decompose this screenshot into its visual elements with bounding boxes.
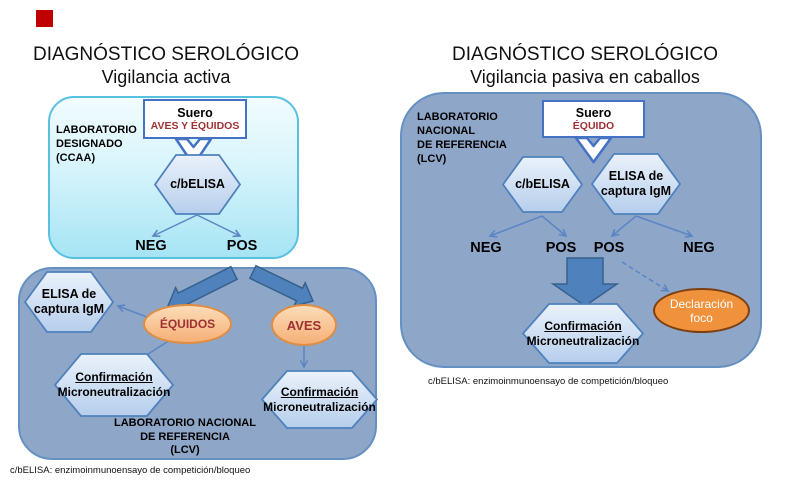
thick-arrow-pos-to-aves [248, 264, 315, 308]
arrow-cbelisa-to-pos [541, 215, 568, 238]
footnote-right: c/bELISA: enzimoinmunoensayo de competic… [428, 376, 669, 387]
confirmation-equidos-label: Confirmación Microneutralización [55, 354, 173, 416]
national-lab-label-right: LABORATORIO NACIONAL DE REFERENCIA (LCV) [417, 111, 507, 165]
cbelisa-label-left: c/bELISA [170, 177, 225, 191]
thick-arrow-pos-to-confirmation [550, 257, 620, 307]
aves-ellipse: AVES [271, 304, 337, 346]
designated-lab-label: LABORATORIO DESIGNADO (CCAA) [56, 124, 137, 164]
confirmation-method: Microneutralización [526, 333, 640, 348]
national-lab-label-left: LABORATORIO NACIONAL DE REFERENCIA (LCV) [114, 417, 256, 456]
left-title: DIAGNÓSTICO SEROLÓGICO [32, 44, 300, 65]
suero-box-left: Suero AVES Y ÉQUIDOS [143, 99, 247, 139]
confirmation-aves-label: Confirmación Microneutralización [262, 371, 377, 428]
elisa-igm-label-left: ELISA de captura IgM [33, 287, 105, 316]
suero-box-right: Suero ÉQUIDO [542, 100, 645, 138]
suero-species-label: AVES Y ÉQUIDOS [150, 119, 240, 132]
declaracion-foco-ellipse: Declaración foco [653, 288, 750, 333]
confirmation-method: Microneutralización [263, 399, 376, 414]
hexagon-cbelisa-right [501, 156, 584, 213]
suero-label: Suero [177, 105, 213, 120]
down-block-arrow-icon-right [574, 136, 613, 164]
neg-label-elisa-igm: NEG [683, 240, 715, 256]
suero-species-label: ÉQUIDO [572, 119, 615, 132]
pos-label-elisa-igm: POS [593, 240, 625, 256]
confirmation-title: Confirmación [280, 384, 359, 399]
hexagon-elisa-igm-left [23, 271, 115, 333]
confirmation-title: Confirmación [544, 318, 622, 333]
arrow-to-pos-left [196, 214, 242, 238]
confirmation-method: Microneutralización [57, 385, 171, 399]
pos-label-left: POS [226, 238, 258, 254]
hexagon-confirmation-equidos [53, 353, 175, 417]
hexagon-cbelisa-left [153, 154, 242, 215]
equidos-ellipse: ÉQUIDOS [143, 304, 232, 344]
confirmation-label-right: Confirmación Microneutralización [523, 304, 643, 363]
cbelisa-label-right: c/bELISA [515, 177, 570, 191]
footnote-left: c/bELISA: enzimoinmunoensayo de competic… [10, 465, 251, 476]
right-title: DIAGNÓSTICO SEROLÓGICO [451, 44, 719, 65]
elisa-igm-label-right: ELISA de captura IgM [600, 169, 672, 198]
hexagon-elisa-igm-right [590, 153, 682, 215]
arrow-equidos-to-elisa-igm [116, 304, 148, 318]
dashed-arrow-pos-to-declaracion [621, 261, 670, 292]
neg-label-cbelisa: NEG [470, 240, 502, 256]
arrow-elisa-igm-to-neg [635, 215, 694, 238]
confirmation-title: Confirmación [75, 370, 153, 384]
suero-label: Suero [575, 105, 612, 120]
left-subtitle: Vigilancia activa [101, 67, 231, 87]
hexagon-confirmation-right [521, 303, 645, 364]
pos-label-cbelisa: POS [545, 240, 577, 256]
arrow-cbelisa-to-neg [488, 215, 543, 238]
hexagon-confirmation-aves [260, 370, 379, 429]
arrow-elisa-igm-to-pos [610, 215, 637, 238]
arrow-to-neg-left [151, 214, 198, 238]
red-square-icon [36, 10, 53, 27]
neg-label-left: NEG [135, 238, 167, 254]
right-subtitle: Vigilancia pasiva en caballos [470, 67, 700, 87]
